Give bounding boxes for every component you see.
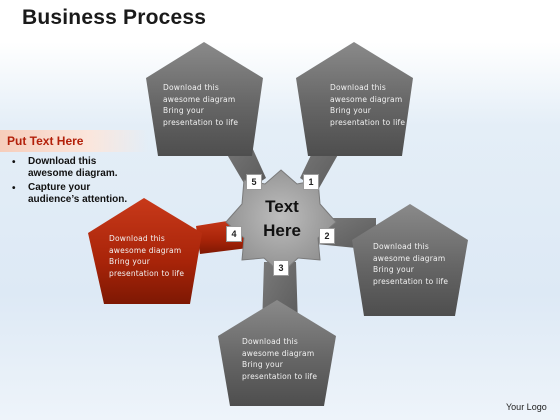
segment-3-line3: Bring your	[242, 360, 284, 369]
segment-2-text: Download this awesome diagram Bring your…	[373, 241, 448, 287]
segment-4-text: Download this awesome diagram Bring your…	[109, 233, 184, 279]
bullet-item-1: Download this awesome diagram.	[28, 156, 138, 180]
segment-5-line1: Download this	[163, 83, 219, 92]
segment-5-line3: Bring your	[163, 106, 205, 115]
segment-2-line4: presentation to life	[373, 276, 449, 286]
segment-1-line1: Download this	[330, 83, 386, 92]
segment-3-number-badge: 3	[273, 260, 289, 276]
bullet-marker: •	[12, 157, 16, 168]
segment-1-number-badge: 1	[303, 174, 319, 190]
segment-5-text: Download this awesome diagram Bring your…	[163, 82, 238, 128]
segment-1-text: Download this awesome diagram Bring your…	[330, 82, 405, 128]
side-heading: Put Text Here	[7, 134, 84, 148]
segment-5-line2: awesome diagram	[163, 94, 236, 104]
logo-text: Your Logo	[506, 402, 547, 412]
segment-3-pentagon	[218, 300, 336, 406]
segment-4-line3: Bring your	[109, 257, 151, 266]
segment-1-line3: Bring your	[330, 106, 372, 115]
segment-3-text: Download this awesome diagram Bring your…	[242, 336, 317, 382]
segment-5-line4: presentation to life	[163, 117, 239, 127]
center-text-line2: Here	[263, 221, 301, 240]
title-bar	[0, 0, 560, 42]
segment-2-pentagon	[352, 204, 468, 316]
bullet-item-2: Capture your audience’s attention.	[28, 182, 138, 206]
segment-1-pentagon	[296, 42, 413, 156]
segment-2-line2: awesome diagram	[373, 253, 446, 263]
segment-5-number-badge: 5	[246, 174, 262, 190]
slide-title: Business Process	[22, 6, 207, 29]
segment-1-line4: presentation to life	[330, 117, 406, 127]
bullet-marker: •	[12, 183, 16, 194]
center-text-line1: Text	[265, 197, 299, 216]
segment-1-line2: awesome diagram	[330, 94, 403, 104]
segment-2-number-badge: 2	[319, 228, 335, 244]
segment-4-line2: awesome diagram	[109, 245, 182, 255]
segment-2-line1: Download this	[373, 242, 429, 251]
segment-3-line1: Download this	[242, 337, 298, 346]
bullet-item-2-line1: Capture your	[28, 182, 91, 193]
bullet-item-1-line1: Download this	[28, 156, 97, 167]
bullet-item-2-line2: audience’s attention.	[28, 194, 128, 205]
side-heading-background	[0, 130, 148, 152]
segment-3-line4: presentation to life	[242, 371, 318, 381]
segment-3-line2: awesome diagram	[242, 348, 315, 358]
segment-4-number-badge: 4	[226, 226, 242, 242]
segment-4-pentagon	[88, 198, 202, 304]
segment-2-line3: Bring your	[373, 265, 415, 274]
segment-4-line4: presentation to life	[109, 268, 185, 278]
bullet-item-1-line2: awesome diagram.	[28, 168, 118, 179]
segment-5-pentagon	[146, 42, 263, 156]
segment-4-line1: Download this	[109, 234, 165, 243]
